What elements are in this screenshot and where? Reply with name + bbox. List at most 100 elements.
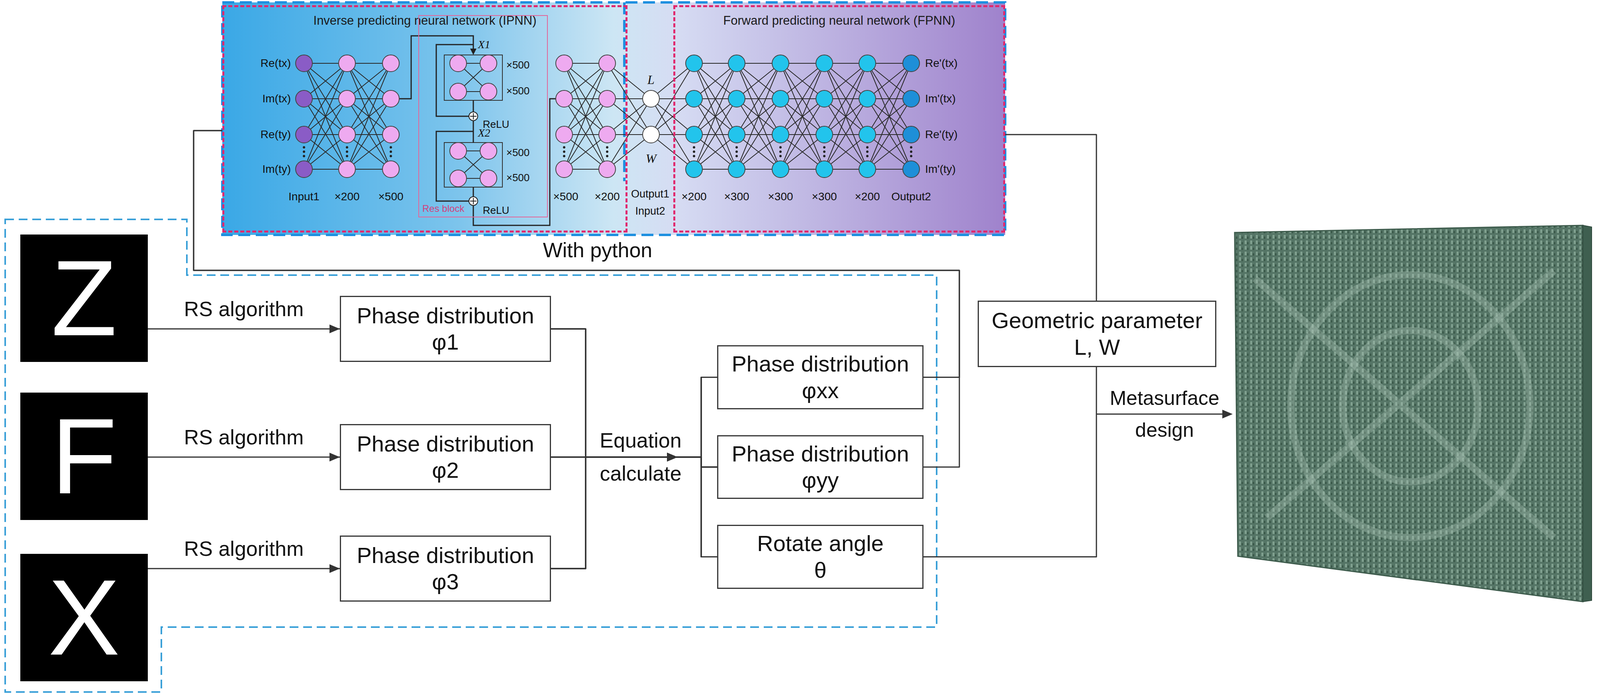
edge-label: With python [543, 238, 653, 263]
layer-label: ×200 [334, 190, 360, 204]
ellipsis-dot [909, 154, 913, 158]
ellipsis-dot [345, 150, 349, 153]
nn-link [780, 63, 825, 170]
connector [147, 452, 340, 462]
process-box: Rotate angle θ [717, 525, 924, 589]
layer-label: ×300 [767, 190, 793, 204]
layer-label: ×200 [594, 190, 620, 204]
neuron [685, 160, 703, 178]
connector [550, 377, 718, 570]
arrow-head [329, 564, 340, 574]
panel-title: Forward predicting neural network (FPNN) [675, 13, 1004, 28]
neuron [815, 160, 833, 178]
layer-label: ×500 [506, 146, 530, 159]
nn-link [564, 63, 608, 170]
process-box: Phase distribution φ1 [339, 296, 551, 363]
connector-line [550, 377, 718, 570]
ellipsis-dot [389, 146, 393, 149]
neuron [480, 170, 497, 187]
neuron [728, 90, 746, 108]
layer-label: Re'(tx) [925, 56, 958, 70]
nn-wire [472, 187, 475, 197]
neuron [858, 90, 876, 108]
ellipsis-dot [345, 154, 349, 158]
neuron [480, 142, 497, 160]
nn-link [736, 63, 781, 170]
ellipsis-dot [389, 150, 393, 153]
ellipsis-dot [823, 154, 826, 158]
neuron [728, 160, 746, 178]
neuron [642, 126, 660, 144]
nn-link [694, 63, 737, 170]
layer-label: Im(tx) [262, 92, 291, 106]
ellipsis-dot [866, 150, 869, 153]
layer-label: Re'(ty) [925, 128, 958, 142]
neuron [382, 126, 400, 144]
ellipsis-dot [779, 146, 782, 149]
image-letter: Z [51, 244, 118, 353]
layer-label: X1 [477, 38, 491, 51]
network-background [222, 2, 1006, 236]
arrow-head [1222, 409, 1233, 419]
image-letter: X [48, 564, 120, 672]
sum-symbol [468, 111, 478, 121]
nn-wire [436, 131, 474, 202]
nn-link [347, 63, 391, 170]
arrow-head [666, 452, 678, 462]
ellipsis-dot [692, 154, 696, 158]
neuron [642, 90, 660, 108]
layer-label: W [645, 151, 657, 167]
neuron [685, 126, 703, 144]
nn-link [694, 63, 737, 170]
ellipsis-dot [302, 154, 306, 158]
metasurface-texture [1290, 274, 1530, 538]
neuron [902, 126, 920, 144]
arrow-head [666, 452, 678, 462]
neuron [555, 90, 573, 108]
letter-image: Z [20, 234, 148, 363]
ellipsis-dot [823, 150, 826, 153]
neuron [772, 160, 789, 178]
neuron [295, 54, 313, 72]
arrow-head [666, 452, 678, 462]
arrow-head [666, 452, 678, 462]
layer-label: X2 [477, 126, 491, 140]
neuron [295, 90, 313, 108]
ellipsis-dot [735, 150, 738, 153]
nn-link [824, 63, 868, 170]
box-text: Phase distribution φxx [726, 350, 914, 404]
connector [1005, 134, 1097, 301]
nn-link [824, 63, 868, 170]
connector-line [550, 329, 718, 558]
ellipsis-dot [562, 154, 566, 158]
network-panel: Forward predicting neural network (FPNN) [673, 5, 1006, 233]
neuron [902, 160, 920, 178]
nn-wire [436, 44, 474, 117]
ellipsis-dot [779, 154, 782, 158]
layer-label: Input1 [288, 190, 320, 204]
nn-link [867, 63, 912, 170]
ellipsis-dot [866, 146, 869, 149]
neuron [295, 126, 313, 144]
connector [147, 324, 340, 334]
layer-label: ×200 [681, 190, 707, 204]
layer-label: Output2 [891, 190, 932, 204]
image-letter: F [51, 402, 118, 511]
edge-label: RS algorithm [184, 297, 304, 322]
arrow-head [329, 452, 340, 462]
nn-wire [473, 98, 556, 226]
arrow-head [470, 48, 477, 55]
process-box: Phase distribution φ2 [339, 424, 551, 491]
connector [147, 564, 340, 574]
neuron [772, 90, 789, 108]
ellipsis-dot [605, 154, 609, 158]
letter-image: X [20, 554, 148, 682]
layer-label: Re(ty) [260, 128, 291, 142]
connector-line [193, 130, 960, 468]
layer-label: Im(ty) [262, 162, 291, 176]
box-text: Phase distribution φ2 [351, 431, 540, 484]
neuron [815, 126, 833, 144]
layer-label: ×300 [723, 190, 750, 204]
neuron [382, 90, 400, 108]
process-box: Phase distribution φxx [717, 345, 924, 410]
